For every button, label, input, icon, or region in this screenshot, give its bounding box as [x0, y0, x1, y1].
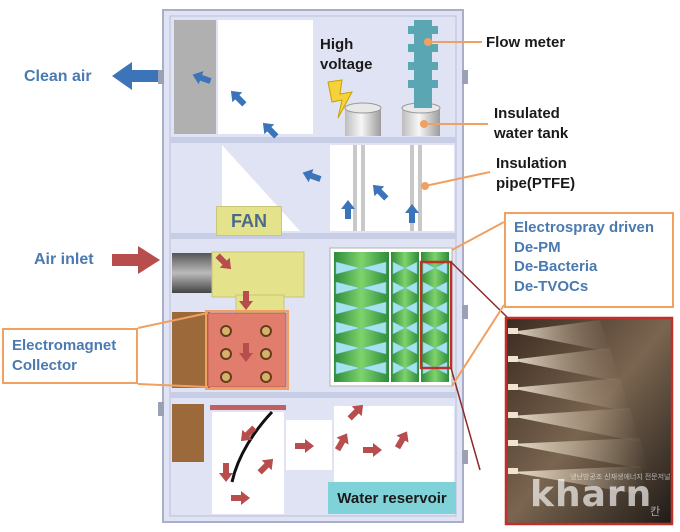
collector-leader	[137, 312, 209, 329]
spray-column	[391, 252, 419, 382]
zoom-line	[450, 367, 481, 471]
blue-flow-arrow	[230, 90, 247, 107]
electrospray-leader	[451, 221, 505, 251]
spray-plumes	[510, 320, 648, 496]
blue-flow-arrow	[341, 200, 355, 219]
red-flow-arrow	[215, 253, 232, 270]
red-flow-arrow	[219, 463, 233, 482]
leader-dot	[424, 38, 432, 46]
shelf-divider	[170, 137, 456, 143]
red-flow-arrow	[334, 433, 349, 452]
spray-cones	[335, 261, 448, 375]
red-flow-arrow	[347, 404, 364, 421]
air-inlet-label: Air inlet	[34, 251, 94, 268]
electrospray-line4: De-TVOCs	[514, 277, 589, 295]
shelf-divider	[170, 392, 456, 398]
electrospray-line1: Electrospray driven	[514, 219, 655, 236]
blue-flow-arrow	[192, 71, 212, 85]
high-voltage-label-line2: voltage	[320, 56, 373, 73]
bottom-riser	[210, 405, 286, 410]
red-flow-arrow	[239, 343, 253, 362]
electrospray-line3: De-Bacteria	[514, 258, 598, 275]
cabinet-latch	[462, 305, 468, 319]
clean-air-arrow-icon	[112, 62, 158, 90]
red-flow-arrows	[215, 253, 409, 505]
high-voltage-tank-top	[344, 102, 382, 114]
curved-separator	[230, 410, 274, 483]
red-flow-arrow	[240, 425, 257, 442]
electrospray-callout: Electrospray driven De-PM De-Bacteria De…	[504, 212, 674, 308]
red-flow-arrow	[239, 291, 253, 310]
water-reservoir: Water reservoir	[328, 482, 456, 514]
spray-column	[334, 252, 389, 382]
electrospray-leader	[451, 304, 505, 387]
inlet-duct-body	[211, 251, 305, 298]
electromagnet-line1: Electromagnet	[12, 337, 117, 354]
red-flow-arrow	[394, 431, 409, 450]
red-flow-arrow	[231, 491, 250, 505]
electromagnet-callout: Electromagnet Collector	[2, 328, 138, 384]
cabinet-latch	[462, 450, 468, 464]
high-voltage-label-line1: High	[320, 36, 354, 53]
blue-flow-arrow	[405, 204, 419, 223]
zoom-highlight-box	[419, 260, 453, 370]
zoom-line	[450, 261, 509, 319]
insulated-tank-label-line1: Insulated	[494, 105, 560, 122]
insulation-pipe-label-line2: pipe(PTFE)	[496, 175, 576, 192]
ptfe-pipe-leader	[424, 171, 491, 187]
air-inlet-duct	[172, 253, 214, 293]
fan-unit: FAN	[216, 206, 282, 236]
magnet-panel	[172, 312, 210, 388]
cabinet-latch	[462, 70, 468, 84]
cabinet-latch	[158, 70, 164, 84]
nozzle-tips	[508, 328, 518, 474]
red-flow-arrow	[295, 439, 314, 453]
bottom-right-chamber	[334, 406, 454, 482]
blue-flow-arrow	[262, 122, 279, 139]
flow-meter-label: Flow meter	[486, 34, 566, 51]
spray-column	[421, 252, 449, 382]
red-flow-arrow	[363, 443, 382, 457]
top-chamber	[218, 20, 313, 134]
duct-funnel	[222, 145, 330, 231]
watermark-caption: 냉난방공조 신재생에너지 전문저널	[570, 474, 671, 481]
leader-dot	[421, 182, 429, 190]
insulated-tank-label-line2: water tank	[494, 125, 569, 142]
collector-outline	[205, 310, 289, 390]
shelf-divider	[170, 233, 456, 239]
electromagnet-line2: Collector	[12, 356, 78, 374]
lightning-icon	[327, 79, 353, 119]
bottom-panel	[172, 404, 204, 462]
collector-leader	[137, 383, 209, 388]
magnet-coils	[220, 325, 272, 383]
blue-flow-arrows	[192, 71, 419, 223]
watermark-korean: 칸	[650, 506, 661, 518]
blue-flow-arrow	[302, 169, 322, 183]
blue-flow-arrow	[372, 184, 389, 201]
watermark-brand: kharn	[530, 474, 653, 515]
electrospray-line2: De-PM	[514, 238, 561, 256]
leader-dot	[420, 120, 428, 128]
insulation-pipe-label-line1: Insulation	[496, 155, 567, 172]
clean-air-label: Clean air	[24, 68, 92, 85]
red-flow-arrow	[257, 458, 274, 475]
air-inlet-arrow-icon	[112, 246, 160, 274]
cabinet-latch	[158, 402, 164, 416]
